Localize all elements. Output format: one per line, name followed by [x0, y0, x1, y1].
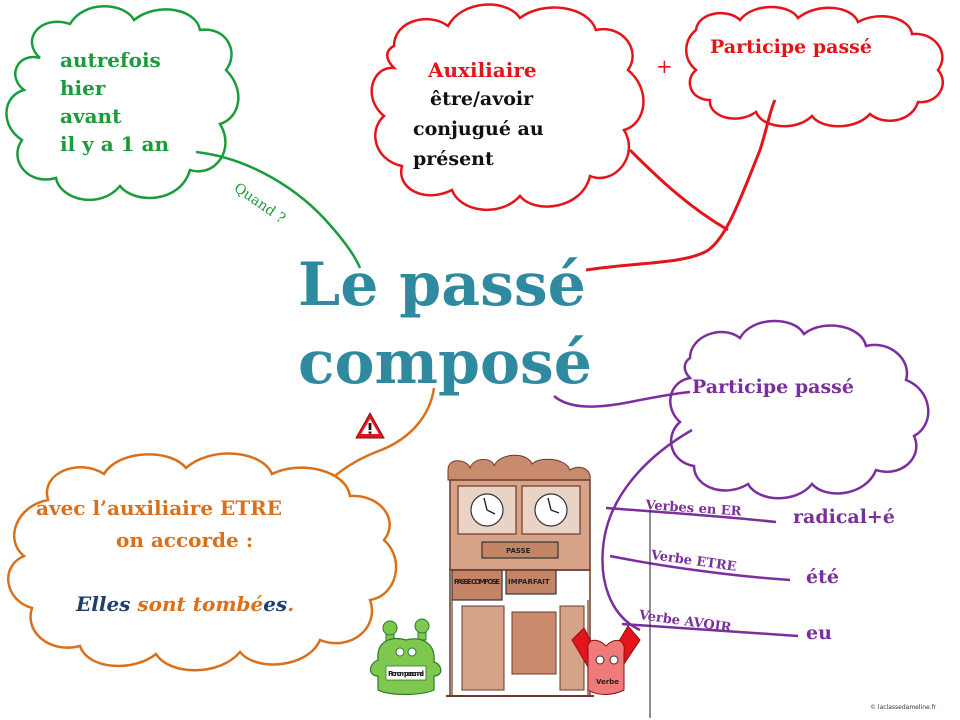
auxiliary-line-2: conjugué au	[413, 118, 544, 140]
participle-top-label: Participe passé	[710, 36, 872, 58]
pronoun-mascot: Pronom personnel	[369, 618, 442, 696]
auxiliary-line-3: présent	[413, 148, 494, 170]
example-ending: es	[263, 592, 288, 616]
branch-line-er	[605, 506, 777, 524]
agreement-branch	[325, 387, 436, 485]
clock-right-label: IMPARFAIT	[508, 578, 550, 586]
auxiliary-cloud	[370, 3, 645, 211]
participle-right-label: Participe passé	[692, 376, 854, 398]
branch-value-etre: été	[806, 566, 839, 588]
title-line-2: composé	[298, 328, 592, 398]
when-branch	[195, 150, 362, 269]
example-subject: Elles	[76, 592, 131, 616]
participle-right-cloud	[669, 319, 930, 500]
agreement-cloud	[7, 452, 398, 672]
example-period: .	[287, 592, 295, 616]
participle-top-cloud	[685, 5, 944, 128]
when-cloud	[5, 5, 240, 202]
clock-top-label: PASSE	[506, 547, 531, 555]
when-item: il y a 1 an	[60, 132, 170, 156]
branch-value-avoir: eu	[806, 622, 832, 644]
title-line-1: Le passé	[298, 250, 586, 320]
clock-left-label: PASSE COMPOSE	[454, 578, 500, 586]
credit-text: © laclassedameline.fr	[870, 704, 937, 711]
auxiliary-title: Auxiliaire	[428, 58, 537, 82]
auxiliary-line-1: être/avoir	[430, 88, 534, 110]
when-item: hier	[60, 76, 106, 100]
pronoun-mascot-label: Pronom personnel	[388, 670, 424, 678]
example-verb: sont tombé	[137, 592, 264, 616]
branch-value-er: radical+é	[793, 506, 895, 528]
branch-line-avoir	[621, 622, 799, 638]
when-list: autrefois hier avant il y a 1 an	[60, 46, 169, 158]
verb-mascot: Verbe	[571, 625, 641, 695]
participle-fan-trunk	[601, 428, 693, 632]
verb-mascot-label: Verbe	[596, 678, 619, 686]
clock-illustration: PASSE PASSE COMPOSE IMPARFAIT	[446, 454, 594, 697]
agreement-line-2: on accorde :	[116, 528, 254, 552]
agreement-example: Elles sont tombées.	[76, 592, 294, 616]
auxiliary-branch-joint	[628, 148, 729, 232]
agreement-line-1: avec l’auxiliaire ETRE	[36, 496, 282, 520]
warning-icon	[355, 411, 385, 439]
participle-right-branch	[553, 390, 691, 408]
when-item: avant	[60, 104, 122, 128]
plus-sign: +	[656, 54, 673, 78]
branch-line-etre	[609, 554, 791, 582]
auxiliary-branch	[585, 99, 777, 272]
when-item: autrefois	[60, 48, 161, 72]
